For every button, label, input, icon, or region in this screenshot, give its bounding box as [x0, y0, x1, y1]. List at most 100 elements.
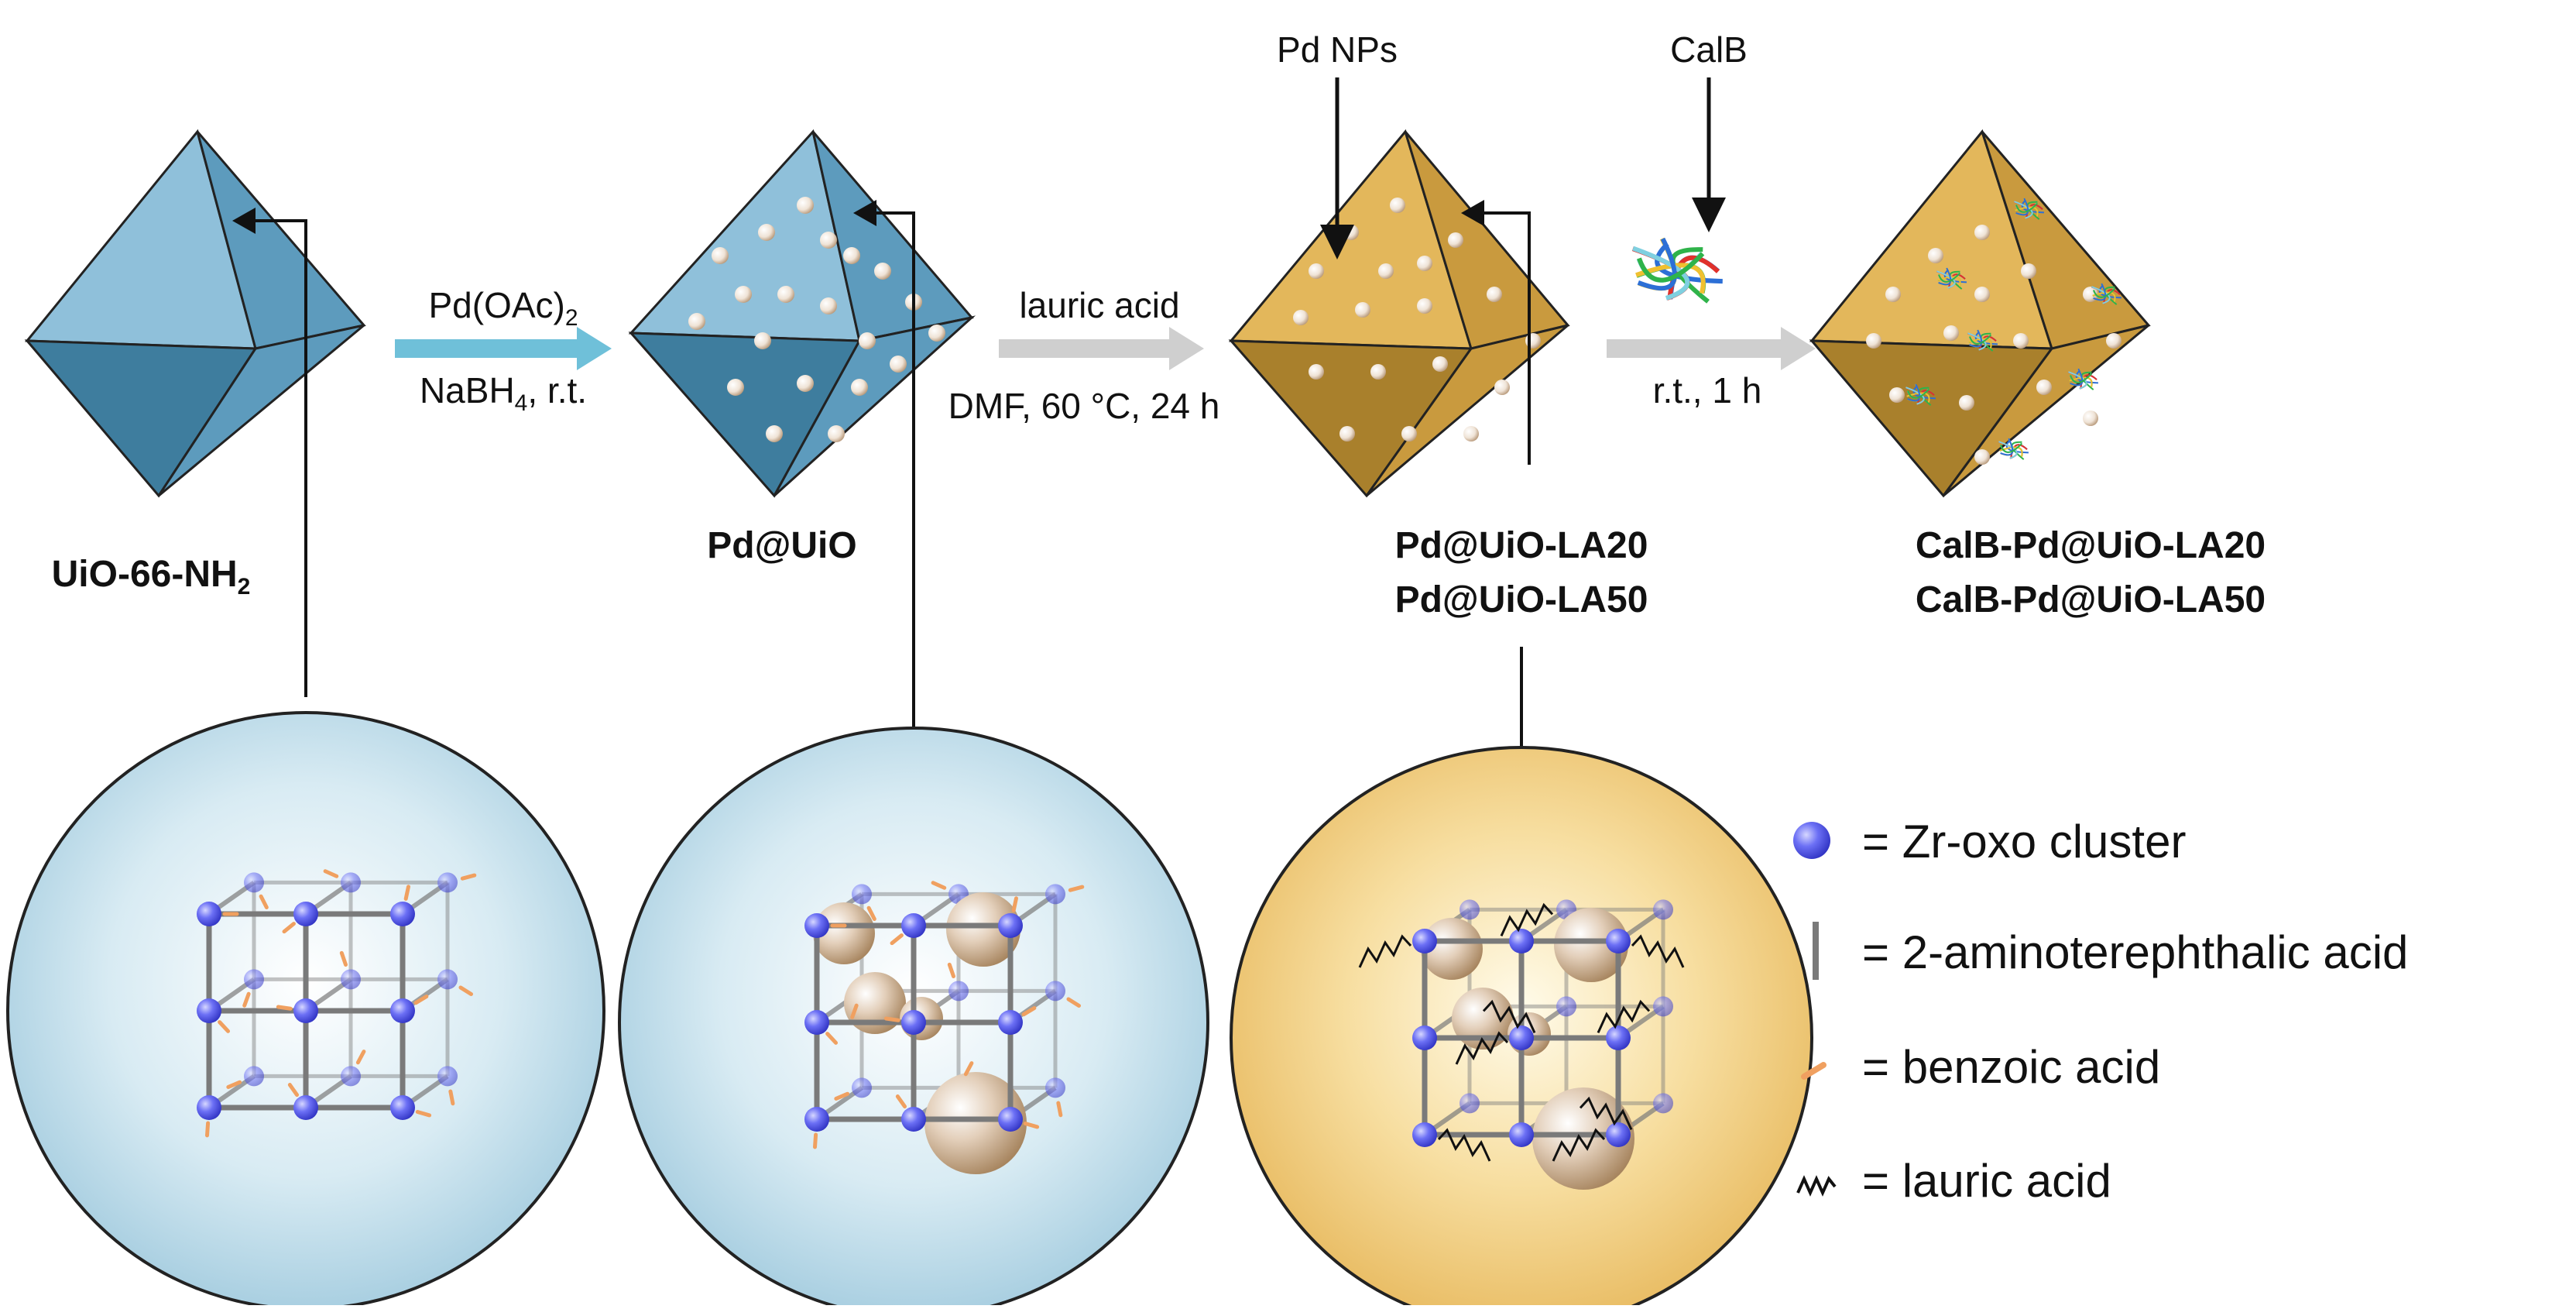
pd-surface-particle — [758, 224, 775, 241]
benzoic-acid-ligand — [825, 1032, 839, 1045]
protein-strand — [1938, 267, 1952, 286]
pd-surface-particle — [727, 379, 744, 396]
zr-cluster-back — [1460, 1093, 1480, 1114]
pd-surface-particle — [766, 425, 783, 442]
step3-conditions: r.t., 1 h — [1653, 370, 1762, 411]
zr-cluster-icon — [1793, 822, 1830, 859]
lauric-acid-chain — [1482, 999, 1536, 1034]
zr-cluster-back — [1653, 996, 1673, 1017]
protein-strand — [2091, 286, 2111, 304]
pd-surface-particle — [874, 263, 891, 280]
benzoic-acid-ligand — [339, 950, 348, 967]
benzoic-acid-ligand — [1011, 896, 1018, 912]
octahedron-pd-uio — [628, 129, 976, 498]
pd-surface-particle — [890, 356, 907, 373]
label-uio: UiO-66-NH2 — [52, 554, 251, 600]
zr-cluster — [901, 913, 926, 938]
framework-view-pd-uio — [618, 727, 1209, 1309]
zr-cluster — [804, 1107, 829, 1132]
pd-surface-particle — [688, 313, 705, 330]
protein-strand — [2010, 444, 2028, 459]
zr-cluster — [390, 1095, 415, 1120]
protein-strand — [2075, 369, 2098, 384]
pd-surface-particle — [851, 379, 868, 396]
zr-cluster — [1509, 1122, 1534, 1147]
zr-cluster — [197, 902, 221, 926]
zr-cluster — [998, 913, 1023, 938]
benzoic-acid-icon — [1801, 1062, 1827, 1080]
benzoic-acid-ligand — [850, 1003, 859, 1019]
benzoic-acid-ligand — [242, 991, 251, 1008]
protein-strand — [2068, 371, 2087, 390]
connector-pd-uio — [867, 211, 915, 728]
pd-surface-particle — [1974, 449, 1990, 465]
zr-cluster-back — [1460, 899, 1480, 920]
zr-cluster-back — [1653, 899, 1673, 920]
zr-cluster-back — [948, 981, 969, 1002]
legend-benzoic-label: = benzoic acid — [1862, 1041, 2160, 1093]
protein-strand — [1998, 441, 2018, 459]
lauric-acid-chain — [1631, 934, 1685, 968]
arrow-step-3 — [1607, 327, 1816, 370]
benzoic-acid-ligand — [931, 881, 947, 890]
benzoic-acid-ligand — [1056, 1101, 1063, 1118]
protein-strand — [2000, 442, 2023, 453]
pd-surface-particle — [1401, 426, 1417, 441]
protein-strand — [1936, 270, 1956, 289]
protein-strand — [1907, 388, 1930, 399]
zr-cluster — [293, 902, 318, 926]
pd-surface-particle — [1309, 263, 1324, 279]
benzoic-acid-ligand — [1066, 997, 1082, 1008]
pd-surface-particle — [928, 325, 945, 342]
benzoic-acid-ligand — [259, 894, 269, 909]
zr-cluster — [293, 1095, 318, 1120]
pd-surface-particle — [1494, 380, 1510, 395]
protein-strand — [1969, 329, 1983, 348]
step2-conditions: DMF, 60 °C, 24 h — [948, 386, 1220, 426]
protein-strand — [1637, 252, 1705, 283]
pd-surface-particle — [1866, 333, 1881, 349]
benzoic-acid-ligand — [204, 1121, 211, 1138]
pd-surface-particle — [1432, 356, 1448, 372]
connector-uio — [246, 219, 307, 697]
framework-view-uio — [6, 711, 605, 1309]
pd-surface-particle — [2013, 333, 2029, 349]
label-pd-uio-la20: Pd@UiO-LA20 — [1395, 525, 1648, 566]
pd-surface-particle — [843, 247, 860, 264]
zr-cluster — [901, 1107, 926, 1132]
protein-strand — [1632, 246, 1690, 301]
lauric-acid-chain — [1358, 934, 1412, 968]
lauric-acid-chain — [1579, 1096, 1633, 1131]
zr-cluster — [998, 1107, 1023, 1132]
protein-strand — [2070, 368, 2084, 387]
pd-surface-particle — [820, 297, 837, 314]
octahedron-calb-pd-uio-la — [1809, 129, 2151, 498]
zr-cluster — [901, 1010, 926, 1035]
zr-cluster-back — [1045, 1077, 1065, 1098]
lauric-acid-chain — [1597, 999, 1651, 1034]
benzoic-acid-ligand — [226, 1080, 242, 1089]
zr-cluster-back — [1045, 884, 1065, 905]
step2-reagent: lauric acid — [1019, 285, 1179, 325]
calb-arrow-head — [1692, 198, 1726, 232]
protein-strand — [2005, 439, 2029, 454]
pd-surface-particle — [1370, 364, 1386, 380]
benzoic-acid-ligand — [895, 1094, 907, 1109]
legend-lauric-label: = lauric acid — [1862, 1155, 2111, 1207]
zr-cluster — [390, 902, 415, 926]
pd-surface-particle — [820, 232, 837, 249]
protein-strand — [2080, 374, 2098, 390]
protein-strand — [1912, 385, 1936, 400]
protein-strand — [1938, 272, 1961, 283]
octahedron-uio — [24, 129, 366, 498]
benzoic-acid-ligand — [1068, 885, 1085, 892]
benzoic-acid-ligand — [413, 994, 429, 1005]
pd-surface-particle — [797, 197, 814, 214]
lauric-acid-chain — [1500, 902, 1554, 937]
label-calb-pd-uio-la50: CalB-Pd@UiO-LA50 — [1916, 579, 2266, 620]
framework-view-pd-uio-la — [1230, 746, 1813, 1309]
protein-strand — [1637, 237, 1677, 291]
zr-cluster-back — [1556, 996, 1576, 1017]
zr-cluster-back — [244, 969, 264, 990]
pd-surface-particle — [1943, 325, 1959, 341]
